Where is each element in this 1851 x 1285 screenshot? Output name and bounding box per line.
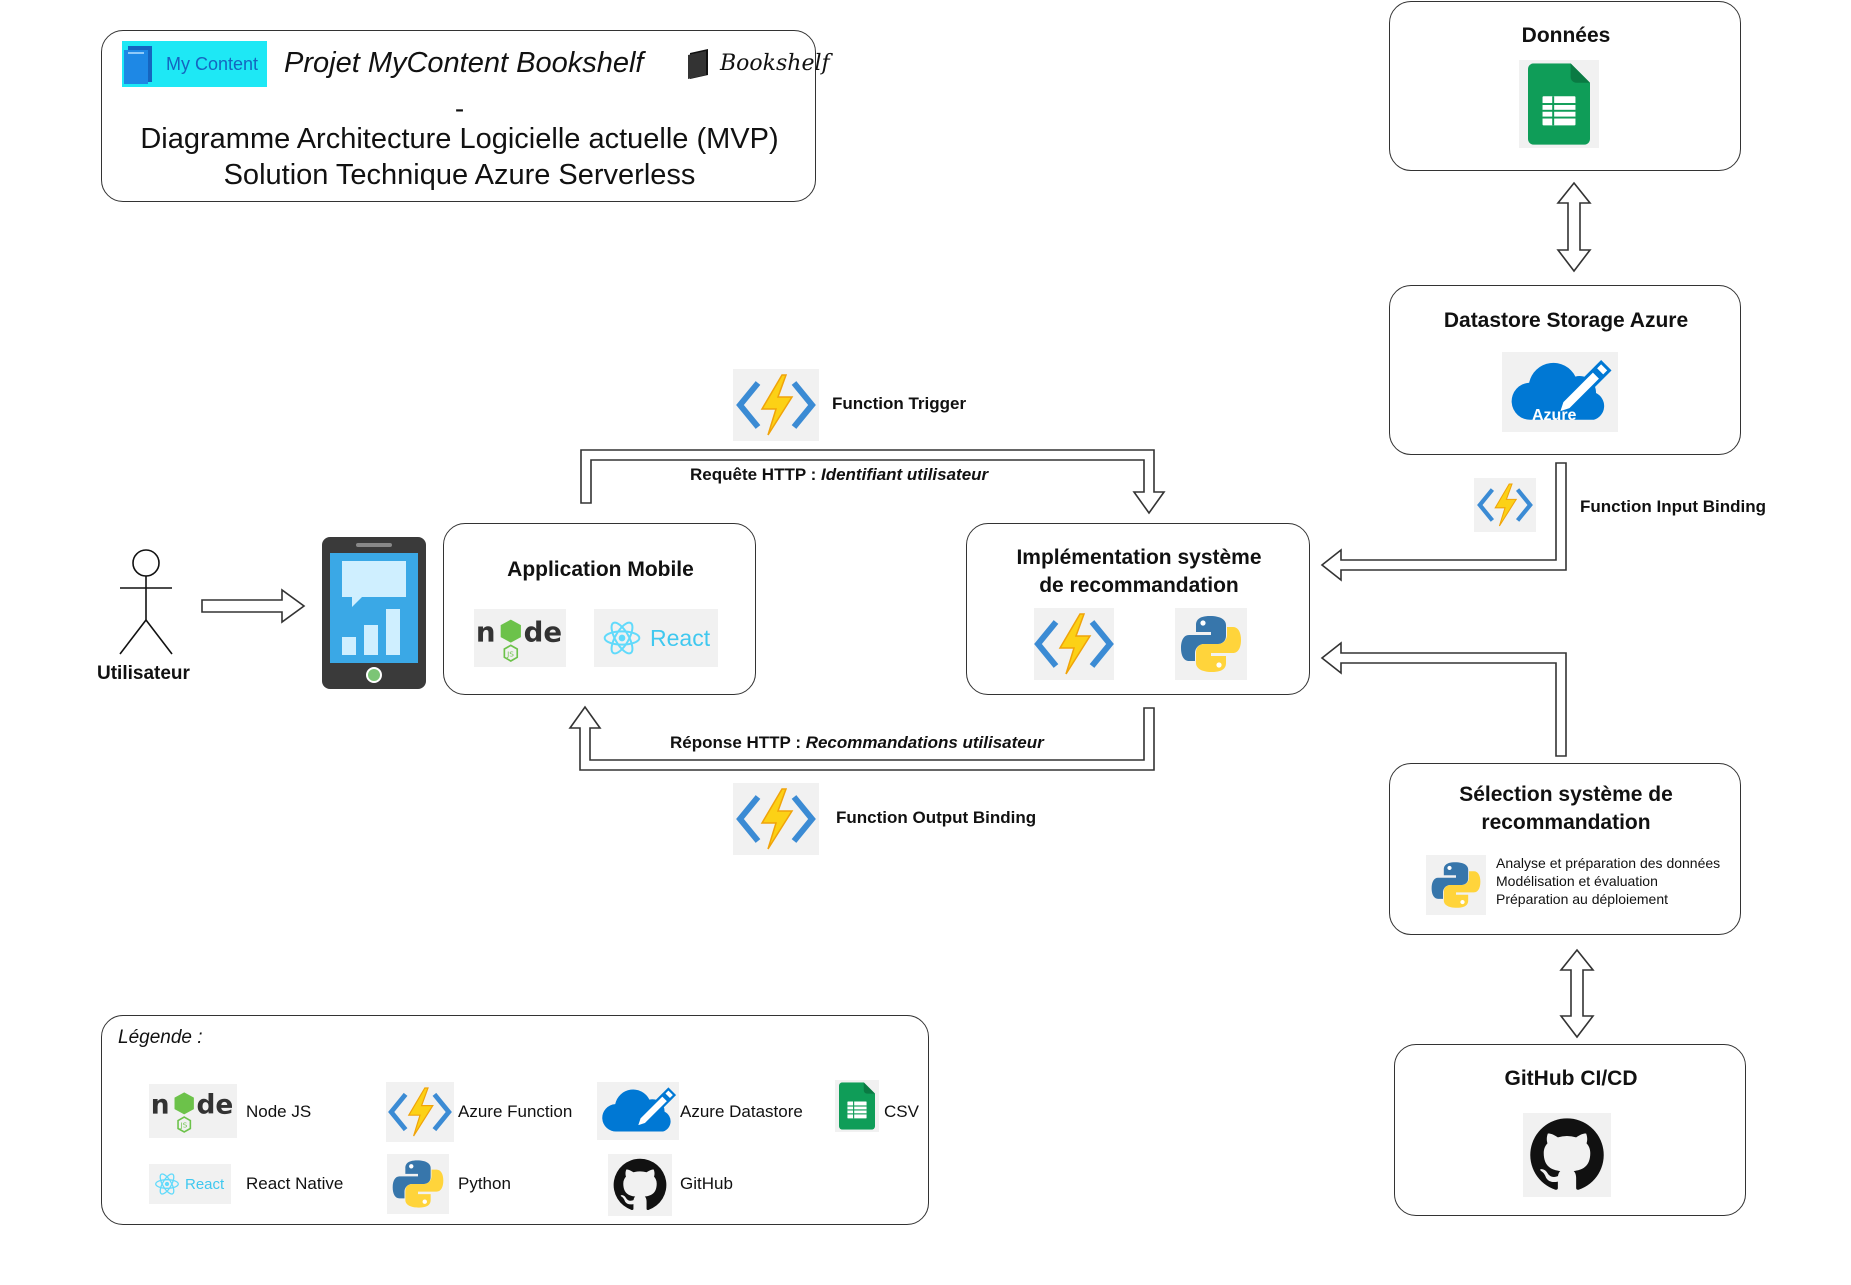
reco-impl-box: Implémentation système de recommandation <box>966 523 1310 695</box>
selection-to-reco-arrow <box>1320 641 1567 757</box>
function-input-icon <box>1474 478 1536 532</box>
donnees-datastore-arrow <box>1556 181 1592 273</box>
github-title: GitHub CI/CD <box>1504 1067 1638 1090</box>
mycontent-logo-text: My Content <box>166 54 259 74</box>
user-label: Utilisateur <box>97 663 190 684</box>
response-http-arrow <box>568 705 1155 771</box>
app-mobile-box: Application Mobile React <box>443 523 756 695</box>
legend-function-icon <box>386 1082 454 1142</box>
function-trigger-icon <box>733 369 819 441</box>
user-stick-figure-icon <box>119 549 173 655</box>
mobile-phone-icon <box>322 537 426 689</box>
selection-github-arrow <box>1559 948 1595 1039</box>
selection-title-line1: Sélection système de <box>1459 783 1673 806</box>
datastore-title: Datastore Storage Azure <box>1443 309 1689 332</box>
legend-node-label: Node JS <box>246 1102 312 1121</box>
selection-python-icon <box>1426 855 1486 915</box>
request-http-label: Requête HTTP : Identifiant utilisateur <box>690 465 989 484</box>
legend-function-label: Azure Function <box>458 1102 573 1121</box>
node-js-logo <box>474 609 566 667</box>
bookshelf-logo: Bookshelf <box>686 45 830 83</box>
react-icon <box>602 618 642 658</box>
csv-sheets-icon <box>1519 60 1599 148</box>
azure-label: Azure <box>1532 407 1577 424</box>
bookshelf-book-icon <box>688 49 708 79</box>
title-box: My Content Projet MyContent Bookshelf Bo… <box>101 30 830 202</box>
legend-datastore-label: Azure Datastore <box>680 1102 803 1121</box>
function-output-label: Function Output Binding <box>836 808 1037 827</box>
legend-github-icon <box>608 1154 672 1216</box>
title-line2: Solution Technique Azure Serverless <box>223 159 696 191</box>
input-binding-arrow <box>1320 462 1567 582</box>
app-mobile-title: Application Mobile <box>507 558 694 581</box>
legend-csv-label: CSV <box>884 1102 919 1121</box>
mycontent-logo: My Content <box>122 41 267 87</box>
selection-box: Sélection système de recommandation Anal… <box>1389 763 1741 935</box>
github-icon <box>1523 1113 1611 1197</box>
legend-react-icon: React <box>149 1164 231 1204</box>
book-icon <box>124 46 152 84</box>
legend-csv-icon <box>835 1080 879 1132</box>
reco-impl-title-line1: Implémentation système <box>1016 546 1262 569</box>
azure-function-icon <box>1034 608 1114 680</box>
react-logo: React <box>594 609 718 667</box>
function-input-label: Function Input Binding <box>1580 497 1767 516</box>
selection-step-1: Analyse et préparation des données <box>1496 855 1721 871</box>
reco-impl-title-line2: de recommandation <box>1039 574 1239 597</box>
datastore-box: Datastore Storage Azure Azure <box>1389 285 1741 455</box>
legend-title: Légende : <box>118 1027 203 1048</box>
response-http-label: Réponse HTTP : Recommandations utilisate… <box>670 733 1044 752</box>
legend-react-label: React Native <box>246 1174 344 1193</box>
donnees-title: Données <box>1521 24 1611 47</box>
project-title: Projet MyContent Bookshelf <box>284 47 644 79</box>
legend-node-icon <box>149 1084 237 1138</box>
selection-step-3: Préparation au déploiement <box>1496 891 1669 907</box>
request-http-arrow <box>580 449 1166 515</box>
azure-datastore-icon: Azure <box>1502 352 1618 432</box>
title-line1: Diagramme Architecture Logicielle actuel… <box>140 123 779 155</box>
legend-github-label: GitHub <box>680 1174 733 1193</box>
github-box: GitHub CI/CD <box>1394 1044 1746 1216</box>
legend-python-label: Python <box>458 1174 511 1193</box>
title-dash: - <box>454 93 465 124</box>
selection-title-line2: recommandation <box>1481 811 1651 834</box>
function-output-icon <box>733 783 819 855</box>
python-icon <box>1175 608 1247 680</box>
user-to-phone-arrow <box>201 588 306 624</box>
function-trigger-label: Function Trigger <box>832 394 967 413</box>
legend-datastore-icon <box>597 1082 679 1140</box>
donnees-box: Données <box>1389 1 1741 171</box>
selection-step-2: Modélisation et évaluation <box>1496 873 1658 889</box>
legend-python-icon <box>387 1154 449 1214</box>
bookshelf-logo-text: Bookshelf <box>720 51 830 76</box>
legend-box: Légende : Node JS Azure Function Azure D… <box>101 1015 929 1225</box>
